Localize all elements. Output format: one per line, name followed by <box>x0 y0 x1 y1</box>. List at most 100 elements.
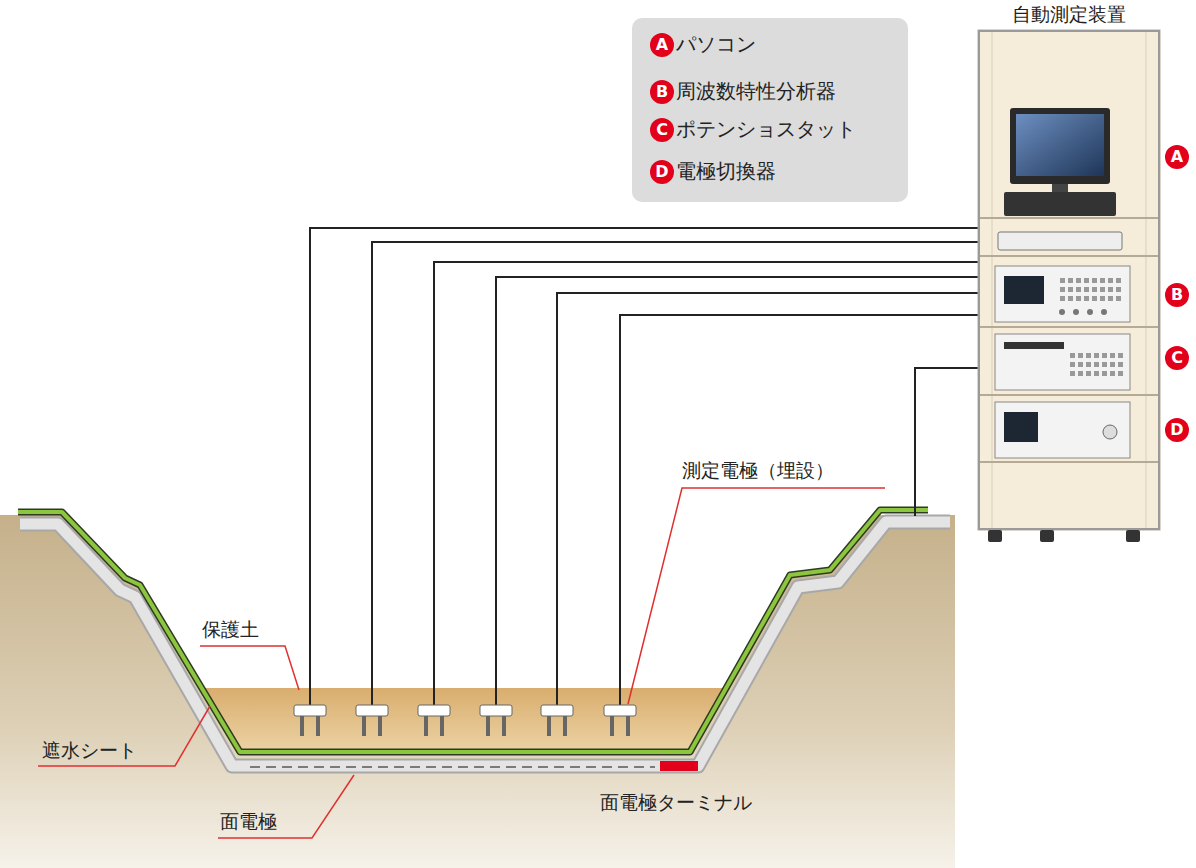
cable <box>372 242 978 706</box>
electrode-layer <box>20 522 950 766</box>
switcher-screen <box>1004 412 1038 442</box>
key-badge: D <box>650 160 674 184</box>
callout-label: 面電極ターミナル <box>600 790 752 814</box>
callout-badge: A <box>1165 145 1189 169</box>
rack-heading: 自動測定装置 <box>970 2 1168 26</box>
monitor <box>1010 108 1110 184</box>
electrode-switcher <box>995 402 1130 458</box>
instrument-button <box>1092 296 1097 301</box>
leader-line <box>38 706 210 766</box>
potentiostat-display <box>1004 342 1064 349</box>
instrument-button <box>1060 296 1065 301</box>
pc-case <box>1004 192 1116 216</box>
probe-pin <box>610 716 614 736</box>
instrument-button <box>1110 362 1115 367</box>
keyboard <box>998 232 1122 250</box>
cable <box>620 315 978 706</box>
instrument-knob <box>1101 309 1107 315</box>
key-badge: B <box>650 80 674 104</box>
electrode-layer-edge <box>20 522 950 766</box>
measurement-electrode <box>418 705 450 716</box>
callout-label: 保護土 <box>202 617 259 641</box>
instrument-button <box>1078 371 1083 376</box>
callout-label: 測定電極（埋設） <box>682 458 834 482</box>
measurement-rack: 自動測定装置 <box>978 30 1160 530</box>
callout-letter: D <box>650 160 674 184</box>
surface-electrode-terminal <box>660 761 698 771</box>
instrument-button <box>1092 278 1097 283</box>
callout-letter: B <box>1165 283 1189 307</box>
instrument-knob <box>1087 309 1093 315</box>
wheel <box>988 530 1002 542</box>
callout-letter: C <box>1165 346 1189 370</box>
instrument-button <box>1076 296 1081 301</box>
surface-electrode <box>250 766 655 768</box>
probe-pin <box>424 716 428 736</box>
waterproof-sheet <box>18 510 928 752</box>
shelf <box>980 326 1158 328</box>
callout-letter: A <box>650 33 674 57</box>
instrument-button <box>1076 287 1081 292</box>
instrument-button <box>1094 353 1099 358</box>
instrument-button <box>1116 278 1121 283</box>
probe-pin <box>316 716 320 736</box>
rack-post <box>1146 30 1147 530</box>
instrument-button <box>1086 362 1091 367</box>
instrument-button <box>1060 278 1065 283</box>
instrument-button <box>1086 353 1091 358</box>
instrument-button <box>1084 296 1089 301</box>
leader-line <box>200 646 299 690</box>
cable <box>434 262 978 706</box>
instrument-button <box>1110 353 1115 358</box>
instrument-button <box>1060 287 1065 292</box>
cable <box>310 228 978 706</box>
instrument-button <box>1084 278 1089 283</box>
measurement-electrode <box>480 705 512 716</box>
instrument-button <box>1078 353 1083 358</box>
legend-text: ポテンショスタット <box>676 117 856 141</box>
instrument-button <box>1070 371 1075 376</box>
legend-box: パソコン周波数特性分析器ポテンショスタット電極切換器ABCD <box>632 18 908 202</box>
callout-badge: B <box>1165 283 1189 307</box>
wheel <box>1040 530 1054 542</box>
rack-post <box>992 30 993 530</box>
protective-soil <box>202 688 726 752</box>
callout-label: 面電極 <box>220 809 277 833</box>
monitor-stand <box>1052 184 1068 192</box>
instrument-button <box>1084 287 1089 292</box>
legend-text: 周波数特性分析器 <box>676 79 836 103</box>
callout-letter: A <box>1165 145 1189 169</box>
instrument-button <box>1094 362 1099 367</box>
key-badge: A <box>650 33 674 57</box>
probe-pin <box>362 716 366 736</box>
instrument-button <box>1100 287 1105 292</box>
potentiostat <box>995 334 1130 390</box>
rack-body <box>978 30 1160 530</box>
instrument-button <box>1108 287 1113 292</box>
callout-letter: C <box>650 118 674 142</box>
measurement-electrode <box>356 705 388 716</box>
shelf <box>980 461 1158 463</box>
measurement-electrode <box>294 705 326 716</box>
instrument-button <box>1102 371 1107 376</box>
analyzer-screen <box>1004 276 1044 304</box>
probe-pin <box>440 716 444 736</box>
instrument-knob <box>1073 309 1079 315</box>
shelf <box>980 394 1158 396</box>
instrument-button <box>1110 371 1115 376</box>
probe-pin <box>486 716 490 736</box>
switcher-knob <box>1103 425 1117 439</box>
instrument-knob <box>1059 309 1065 315</box>
leader-line <box>628 488 885 704</box>
instrument-button <box>1108 296 1113 301</box>
instrument-button <box>1118 362 1123 367</box>
instrument-button <box>1116 296 1121 301</box>
callout-badge: D <box>1165 418 1189 442</box>
instrument-button <box>1068 296 1073 301</box>
instrument-button <box>1078 362 1083 367</box>
frequency-analyzer <box>995 266 1130 322</box>
cable <box>557 293 978 706</box>
instrument-button <box>1086 371 1091 376</box>
instrument-button <box>1102 353 1107 358</box>
